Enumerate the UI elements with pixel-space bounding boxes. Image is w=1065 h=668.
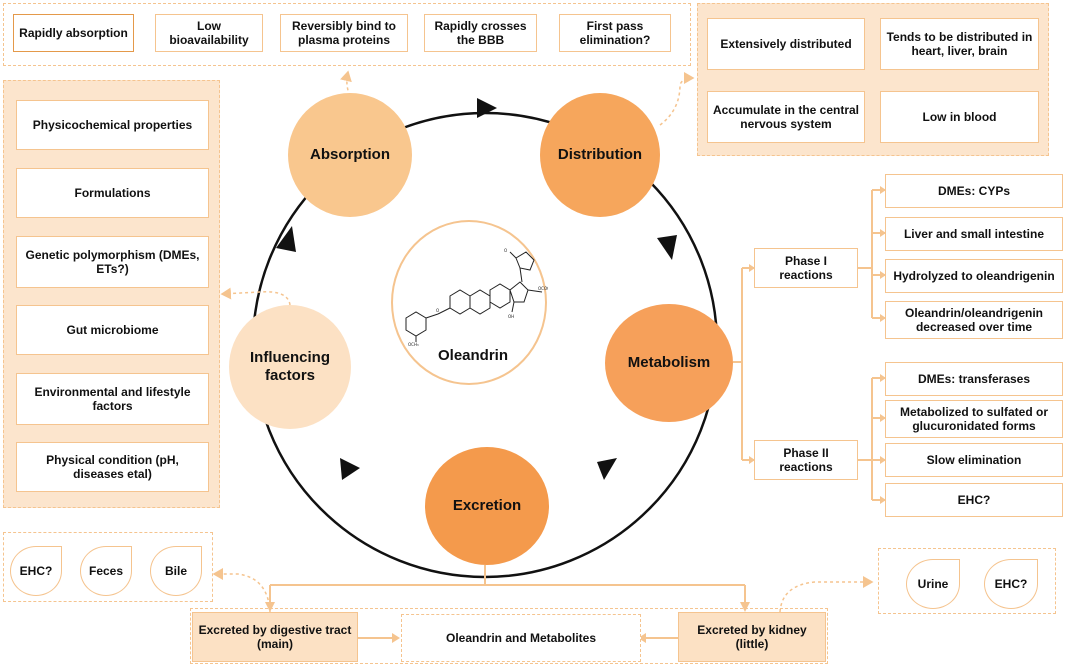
- phase2-item: Metabolized to sulfated or glucuronidate…: [885, 400, 1063, 438]
- metabolism-node: Metabolism: [605, 304, 733, 422]
- phase1-item: DMEs: CYPs: [885, 174, 1063, 208]
- digestive-drop: Feces: [80, 546, 132, 596]
- distribution-node: Distribution: [540, 93, 660, 217]
- oleandrin-metabolites-box: Oleandrin and Metabolites: [401, 614, 641, 662]
- excreted-digestive-box: Excreted by digestive tract (main): [192, 612, 358, 662]
- phase2-item: EHC?: [885, 483, 1063, 517]
- distribution-prop: Accumulate in the central nervous system: [707, 91, 865, 143]
- svg-text:O: O: [436, 308, 439, 313]
- excretion-row-panel: [190, 608, 828, 664]
- influencing-factor: Physical condition (pH, diseases etal): [16, 442, 209, 492]
- absorption-prop: Rapidly absorption: [13, 14, 134, 52]
- influencing-factor: Physicochemical properties: [16, 100, 209, 150]
- absorption-prop: Reversibly bind to plasma proteins: [280, 14, 408, 52]
- excreted-kidney-box: Excreted by kidney (little): [678, 612, 826, 662]
- influencing-node: Influencing factors: [229, 305, 351, 429]
- influencing-factors-panel: [3, 80, 220, 508]
- absorption-prop: Low bioavailability: [155, 14, 263, 52]
- phase2-item: DMEs: transferases: [885, 362, 1063, 396]
- phase1-label: Phase I reactions: [754, 248, 858, 288]
- phase2-item: Slow elimination: [885, 443, 1063, 477]
- digestive-drop: Bile: [150, 546, 202, 596]
- oleandrin-structure-icon: O O OCOCH₃ OH OCH₃: [405, 248, 548, 347]
- phase1-item: Hydrolyzed to oleandrigenin: [885, 259, 1063, 293]
- svg-text:O: O: [504, 248, 507, 253]
- svg-text:OCOCH₃: OCOCH₃: [538, 286, 548, 291]
- oleandrin-label: Oleandrin: [437, 347, 508, 364]
- influencing-factor: Formulations: [16, 168, 209, 218]
- absorption-prop: First pass elimination?: [559, 14, 671, 52]
- influencing-factor: Environmental and lifestyle factors: [16, 373, 209, 425]
- kidney-drop: EHC?: [984, 559, 1038, 609]
- svg-text:OH: OH: [508, 314, 514, 319]
- kidney-drops-panel: [878, 548, 1056, 614]
- cycle-arrow-left: [276, 226, 296, 252]
- influencing-factor: Gut microbiome: [16, 305, 209, 355]
- cycle-arrow-top: [477, 98, 497, 118]
- distribution-prop: Low in blood: [880, 91, 1039, 143]
- phase1-item: Liver and small intestine: [885, 217, 1063, 251]
- kidney-drop: Urine: [906, 559, 960, 609]
- svg-text:OCH₃: OCH₃: [408, 342, 419, 347]
- cycle-arrow-right: [657, 235, 677, 260]
- absorption-node: Absorption: [288, 93, 412, 217]
- absorption-props-panel: [3, 3, 691, 66]
- digestive-drop: EHC?: [10, 546, 62, 596]
- influencing-factor: Genetic polymorphism (DMEs, ETs?): [16, 236, 209, 288]
- digestive-drops-panel: [3, 532, 213, 602]
- distribution-prop: Tends to be distributed in heart, liver,…: [880, 18, 1039, 70]
- excretion-node: Excretion: [425, 447, 549, 565]
- phase2-label: Phase II reactions: [754, 440, 858, 480]
- cycle-arrow-bottom-left: [340, 458, 360, 480]
- distribution-prop: Extensively distributed: [707, 18, 865, 70]
- phase1-item: Oleandrin/oleandrigenin decreased over t…: [885, 301, 1063, 339]
- absorption-prop: Rapidly crosses the BBB: [424, 14, 537, 52]
- cycle-arrow-bottom-right: [597, 458, 617, 480]
